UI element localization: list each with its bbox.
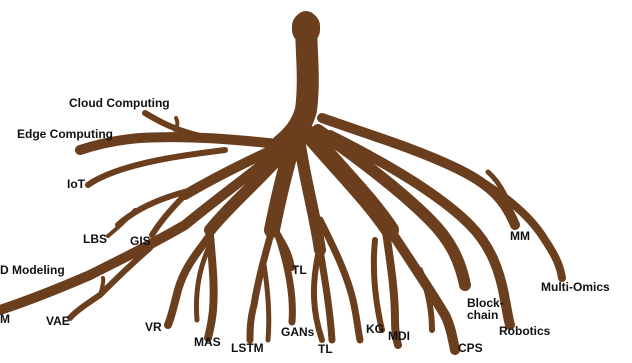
root-lbs-tip [108,210,135,236]
label-gans: GANs [281,326,314,338]
label-lbs: LBS [83,233,107,245]
root-cloud-tip [175,118,177,130]
label-mdi: MDI [388,330,410,342]
label-robotics: Robotics [499,325,550,337]
label-vae: VAE [46,315,70,327]
label-gis: GIS [130,235,151,247]
root-m [25,275,90,302]
label-multi-omics: Multi-Omics [541,281,610,293]
label-kg: KG [366,323,384,335]
root-mdi-side [374,240,382,330]
label-cps: CPS [458,342,483,354]
label-edge-computing: Edge Computing [17,128,113,140]
root-vr [168,235,210,325]
label-d-modeling: D Modeling [0,264,65,276]
label-tl-upper: TL [292,264,307,276]
label-cloud-computing: Cloud Computing [69,97,170,109]
label-iot: IoT [67,178,85,190]
label-mm: MM [510,230,530,242]
label-tl-lower: TL [318,343,333,355]
root-lstm-side [264,265,269,340]
root-tl-lower [320,250,332,340]
root-cps-side [420,270,432,330]
label-m: M [0,313,10,325]
label-lstm: LSTM [231,342,264,354]
label-vr: VR [145,321,162,333]
label-blockchain: Block- chain [467,297,504,321]
root-gans [278,235,292,322]
root-3d-modeling [0,150,280,310]
root-vae-tip [100,278,103,295]
root-tl-lower-trunk [300,145,320,250]
label-mas: MAS [194,336,221,348]
